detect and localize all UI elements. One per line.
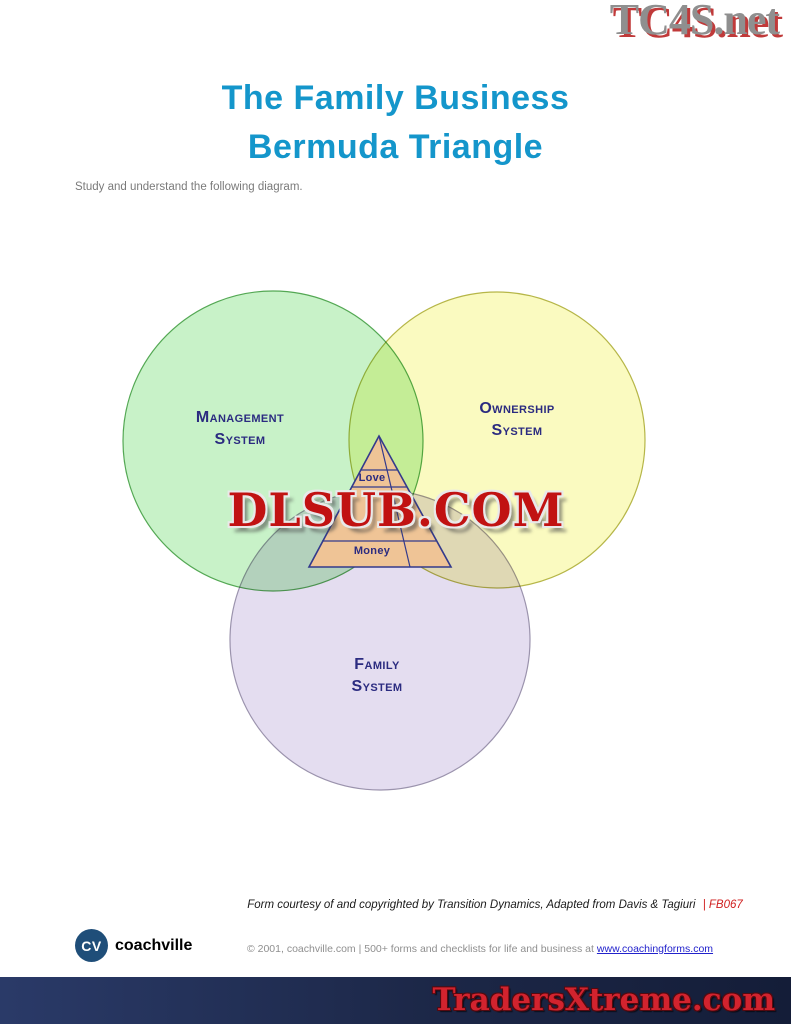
bottom-bar [0, 977, 791, 1024]
courtesy-note: Form courtesy of and copyrighted by Tran… [247, 899, 743, 911]
pyramid-love-label: Love [358, 472, 386, 484]
venn-diagram [122, 290, 646, 791]
coachville-logo: CV [75, 929, 108, 962]
pyramid [307, 434, 453, 568]
site-watermark-bottom: TradersXtreme.com [432, 982, 775, 1018]
copyright-text: © 2001, coachville.com | 500+ forms and … [246, 943, 594, 955]
page-title-line2: Bermuda Triangle [247, 128, 544, 166]
label-management-system: Management System [196, 407, 284, 451]
brand-name: coachville [115, 937, 193, 954]
site-watermark-top: TC4S.net [609, 0, 780, 44]
label-management-line2: System [214, 431, 266, 448]
page-title: The Family Business Bermuda Triangle [0, 74, 791, 172]
label-family-line2: System [351, 678, 403, 695]
label-ownership-line2: System [491, 422, 543, 439]
center-watermark: DLSUB.COM [227, 483, 565, 537]
label-ownership-line1: Ownership [479, 400, 555, 417]
form-code: | FB067 [702, 899, 743, 911]
instruction-text: Study and understand the following diagr… [75, 181, 303, 193]
cv-monogram: CV [81, 937, 102, 954]
copyright-line: © 2001, coachville.com | 500+ forms and … [247, 943, 713, 955]
pyramid-money-label: Money [353, 545, 391, 557]
label-family-system: Family System [352, 654, 403, 698]
page-title-line1: The Family Business [221, 79, 570, 117]
label-management-line1: Management [195, 409, 285, 426]
label-family-line1: Family [354, 656, 400, 673]
courtesy-text: Form courtesy of and copyrighted by Tran… [247, 899, 696, 911]
label-ownership-system: Ownership System [479, 398, 554, 442]
copyright-link[interactable]: www.coachingforms.com [596, 943, 714, 955]
